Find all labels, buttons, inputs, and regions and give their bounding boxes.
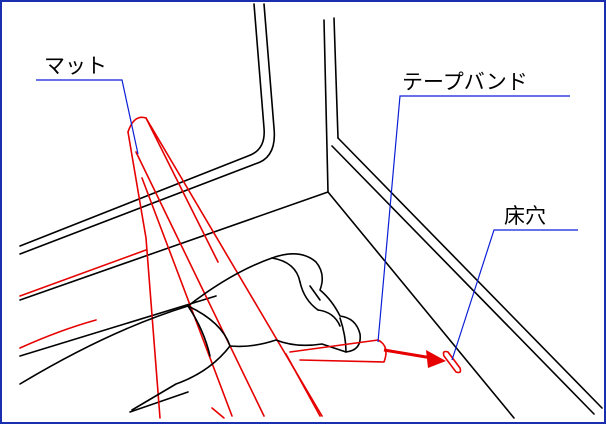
floor-hole-label: 床穴 [504,204,546,228]
tape-band-leader [377,95,570,343]
floor-hole-leader [451,229,578,361]
tape-band-label: テープバンド [402,70,528,94]
hand-illustration [19,253,362,411]
arrow-right-icon [383,348,446,368]
mat-leader [36,79,139,155]
mat-label: マット [44,54,107,78]
seat-frame-lines [19,3,603,419]
floor-hole [442,350,462,374]
leader-lines [36,79,578,361]
tape-band [289,339,387,363]
mat-outline [19,116,323,419]
